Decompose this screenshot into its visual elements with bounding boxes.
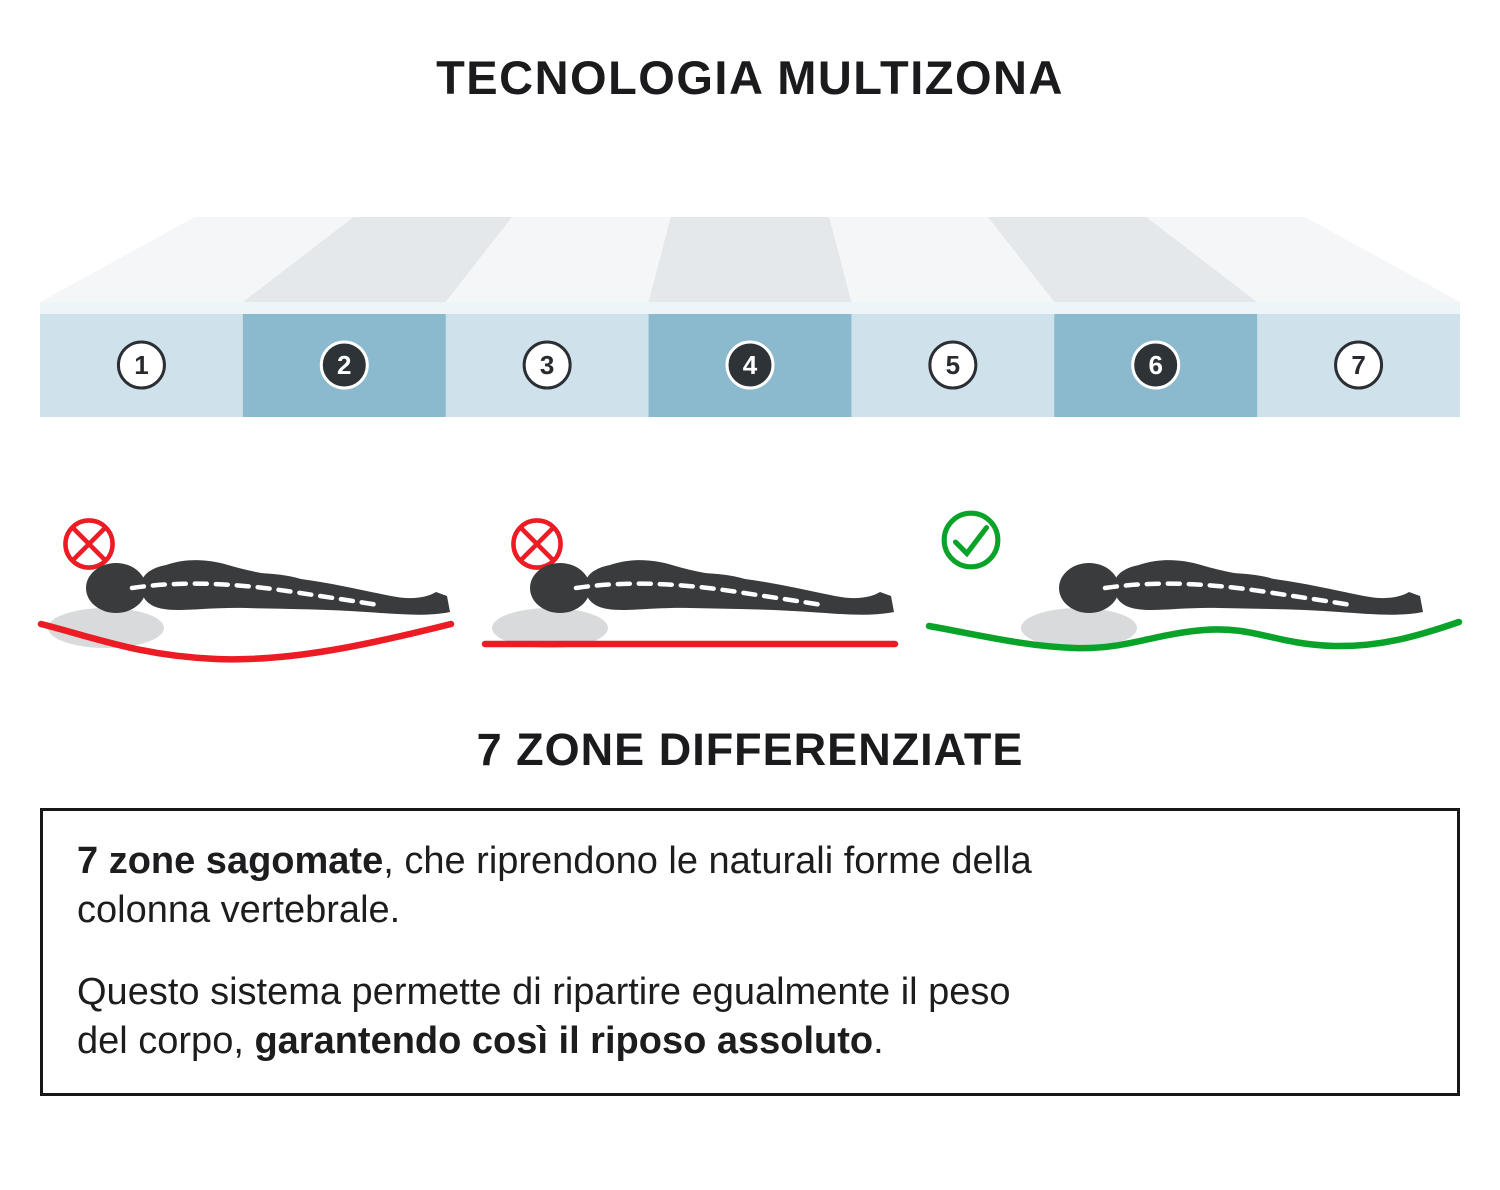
sleeper-illustration [925,560,1463,652]
pillow [1021,608,1137,648]
spine-line [1102,581,1354,608]
mattress-diagram: 1 2 3 4 5 6 7 [40,217,1460,417]
zone-number-5: 5 [946,350,960,380]
pillow [492,608,608,648]
zone-number-3: 3 [540,350,554,380]
zone-top-face-3 [445,217,671,302]
info-p2-line1: Questo sistema permette di ripartire egu… [77,970,1011,1013]
zone-top-face-4 [648,217,852,302]
sleeper-silhouette [1059,560,1423,615]
zone-number-4: 4 [743,350,758,380]
sleeper-group [1021,560,1423,648]
scene-flat-mattress [480,495,900,690]
info-p1-rest2: colonna vertebrale. [77,889,401,932]
sleeper-illustration [37,560,455,663]
cross-icon [63,518,115,570]
zone-top-face-2 [242,217,513,302]
mattress-surface-line-sagging [37,620,455,663]
mattress-surface-line-contour [925,618,1463,652]
spine-line [129,581,381,608]
zone-number-7: 7 [1351,350,1365,380]
spine-line [573,581,825,608]
info-p1-rest1: , che riprendono le naturali forme della [383,840,1032,882]
zone-top-face-6 [987,217,1258,302]
zone-marker-1 [116,340,166,390]
sleeper-silhouette [530,560,894,615]
check-icon [941,510,1001,570]
info-paragraph-2: Questo sistema permette di ripartire egu… [77,968,1423,1067]
info-paragraph-1: 7 zone sagomate, che riprendono le natur… [77,837,1423,936]
info-box: 7 zone sagomate, che riprendono le natur… [40,808,1460,1096]
zone-number-2: 2 [337,350,351,380]
zone-top-face-5 [829,217,1055,302]
zone-top-face-7 [1146,217,1460,302]
section-title: 7 ZONE DIFFERENZIATE [476,724,1024,775]
zone-top-face-1 [40,217,354,302]
sleeper-illustration [481,560,899,648]
zone-marker-3 [522,340,572,390]
page-title: TECNOLOGIA MULTIZONA [436,51,1064,104]
pillow [48,608,164,648]
sleep-posture-comparison [0,495,1500,690]
zone-number-1: 1 [134,350,148,380]
info-p2-line2-start: del corpo, [77,1020,255,1063]
mattress-svg: 1 2 3 4 5 6 7 [40,217,1460,417]
sleeper-silhouette [86,560,451,615]
cross-icon [511,518,563,570]
zone-marker-6 [1131,340,1181,390]
info-p2-end: . [873,1020,884,1063]
zone-marker-4 [725,340,775,390]
scene-multizone-mattress [924,495,1464,690]
zone-marker-2 [319,340,369,390]
info-p2-bold: garantendo così il riposo assoluto [254,1020,874,1063]
infographic: TECNOLOGIA MULTIZONA [0,50,1500,1096]
scene-sagging-mattress [36,495,456,690]
mattress-edge-strip [40,302,1460,314]
zone-number-6: 6 [1148,350,1162,380]
info-p1-bold: 7 zone sagomate [77,840,384,882]
zone-marker-7 [1334,340,1384,390]
zone-marker-5 [928,340,978,390]
